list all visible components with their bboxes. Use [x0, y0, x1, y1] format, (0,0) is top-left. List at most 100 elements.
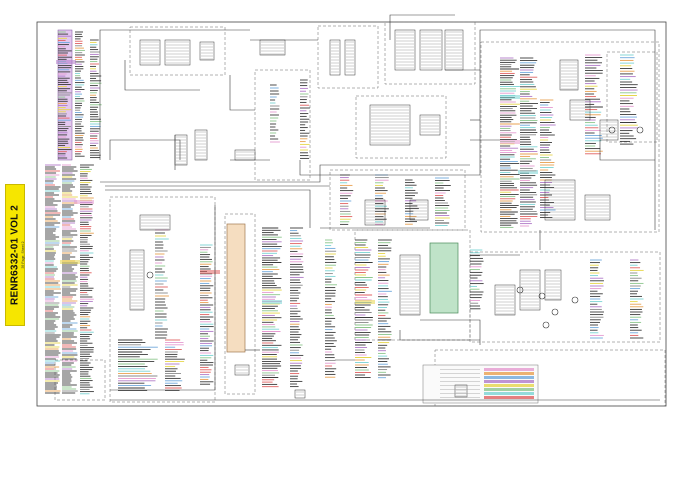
component-12	[569, 99, 591, 121]
wire-route-25	[599, 140, 655, 161]
wire-route-22	[229, 75, 255, 111]
component-outline	[234, 364, 250, 376]
legend-swatch-3	[484, 376, 534, 379]
sensor-symbol-7	[636, 126, 644, 134]
component-outline	[494, 284, 516, 316]
dashed-enclosures	[54, 21, 666, 407]
harness-bundle-24	[630, 259, 644, 339]
harness-bundle-8	[520, 57, 538, 227]
component-16	[519, 269, 541, 311]
component-outline	[194, 129, 208, 161]
harness-bundle-10	[585, 54, 603, 155]
component-outline	[419, 29, 443, 71]
harness-bundle-2	[75, 31, 85, 157]
component-outline	[544, 179, 576, 221]
component-outline	[569, 99, 591, 121]
component-18	[494, 284, 516, 316]
enclosure-6	[329, 169, 466, 231]
connector-blocks	[129, 29, 644, 399]
legend-swatch-2	[484, 372, 534, 375]
component-outline	[234, 149, 256, 161]
enclosure-14	[606, 51, 658, 143]
component-outline	[199, 41, 215, 61]
harness-bundle-27	[470, 249, 484, 310]
component-29	[234, 149, 256, 161]
harness-bundle-19	[340, 174, 354, 225]
highlight-row-1	[56, 60, 76, 64]
enclosure-11	[434, 349, 666, 407]
harness-bundle-21	[405, 179, 419, 225]
wire-route-21	[124, 60, 200, 91]
component-25	[294, 389, 306, 399]
harness-bundle-6	[80, 164, 94, 395]
component-outline	[394, 29, 416, 71]
wire-route-2	[109, 139, 181, 160]
wire-color-legend	[440, 368, 534, 399]
component-outline	[519, 269, 541, 311]
component-5	[419, 29, 443, 71]
enclosure-1	[129, 26, 226, 76]
highlight-row-3	[60, 260, 80, 264]
component-21	[409, 199, 429, 221]
component-outline	[369, 104, 411, 146]
harness-bundle-26	[270, 84, 280, 143]
enclosure-8	[224, 213, 256, 395]
component-outline	[129, 249, 145, 311]
highlight-row-8	[355, 300, 375, 304]
sensor-symbol-8	[146, 271, 154, 279]
component-outline	[444, 29, 464, 71]
harness-bundle-16	[355, 239, 373, 378]
harness-bundle-22	[435, 177, 451, 226]
component-28	[194, 129, 208, 161]
wire-route-13	[399, 330, 480, 341]
component-19	[399, 254, 421, 316]
harness-bundle-12	[200, 244, 214, 385]
harness-bundle-28	[118, 339, 158, 391]
harness-bundle-11	[620, 54, 638, 145]
harness-bundle-25	[300, 79, 310, 159]
enclosure-10	[469, 251, 661, 343]
component-6	[444, 29, 464, 71]
wire-harness-bundles	[45, 31, 644, 395]
sensor-symbol-2	[551, 308, 559, 316]
component-1	[139, 39, 161, 66]
sensor-symbol-3	[542, 321, 550, 329]
harness-bundle-5	[62, 164, 78, 394]
highlight-row-2	[74, 200, 94, 204]
sheet-border	[36, 21, 667, 407]
component-9	[369, 104, 411, 146]
wire-route-14	[420, 319, 481, 345]
harness-bundle-3	[90, 39, 102, 159]
component-23	[139, 214, 171, 231]
component-outline	[454, 384, 468, 398]
legend-swatch-6	[484, 388, 534, 391]
component-outline	[139, 39, 161, 66]
component-15	[584, 194, 611, 221]
component-outline	[364, 199, 386, 226]
component-outline	[409, 199, 429, 221]
component-outline	[259, 39, 286, 56]
harness-bundle-29	[165, 339, 185, 391]
component-outline	[139, 214, 171, 231]
enclosure-2	[317, 25, 379, 89]
harness-bundle-14	[290, 227, 304, 388]
harness-bundle-4	[45, 164, 61, 394]
component-4	[394, 29, 416, 71]
enclosure-5	[480, 41, 660, 233]
sensor-symbol-5	[571, 296, 579, 304]
legend-swatch-8	[484, 396, 534, 399]
harness-bundle-13	[262, 227, 282, 388]
wire-route-7	[299, 29, 656, 230]
wire-route-1	[99, 29, 250, 160]
component-outline	[544, 269, 562, 301]
wire-route-15	[110, 205, 216, 391]
engine-ecm-block	[226, 223, 246, 353]
document-title-tab: RENR6332-01 VOL 2 39 Page, Sheet 2	[5, 184, 25, 326]
component-outline	[419, 114, 441, 136]
component-10	[419, 114, 441, 136]
enclosure-4	[355, 95, 447, 159]
component-26	[454, 384, 468, 398]
component-8	[344, 39, 356, 76]
